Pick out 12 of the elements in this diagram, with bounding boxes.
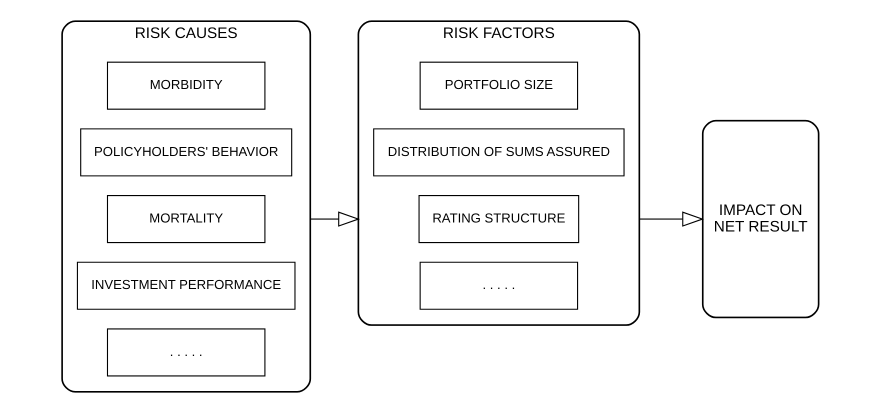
- node-box: INVESTMENT PERFORMANCE: [76, 262, 296, 310]
- node-box: RATING STRUCTURE: [418, 195, 580, 244]
- node-box: MORTALITY: [106, 195, 266, 244]
- arrow: [639, 211, 704, 227]
- node-box: DISTRIBUTION OF SUMS ASSURED: [373, 128, 625, 176]
- node-box: POLICYHOLDERS' BEHAVIOR: [80, 128, 292, 176]
- node-box: . . . . .: [106, 328, 266, 376]
- arrow: [310, 211, 360, 227]
- node-box: IMPACT ON NET RESULT: [702, 120, 820, 318]
- node-box: PORTFOLIO SIZE: [420, 62, 578, 110]
- node-box: . . . . .: [420, 262, 578, 310]
- node-box: MORBIDITY: [106, 62, 266, 110]
